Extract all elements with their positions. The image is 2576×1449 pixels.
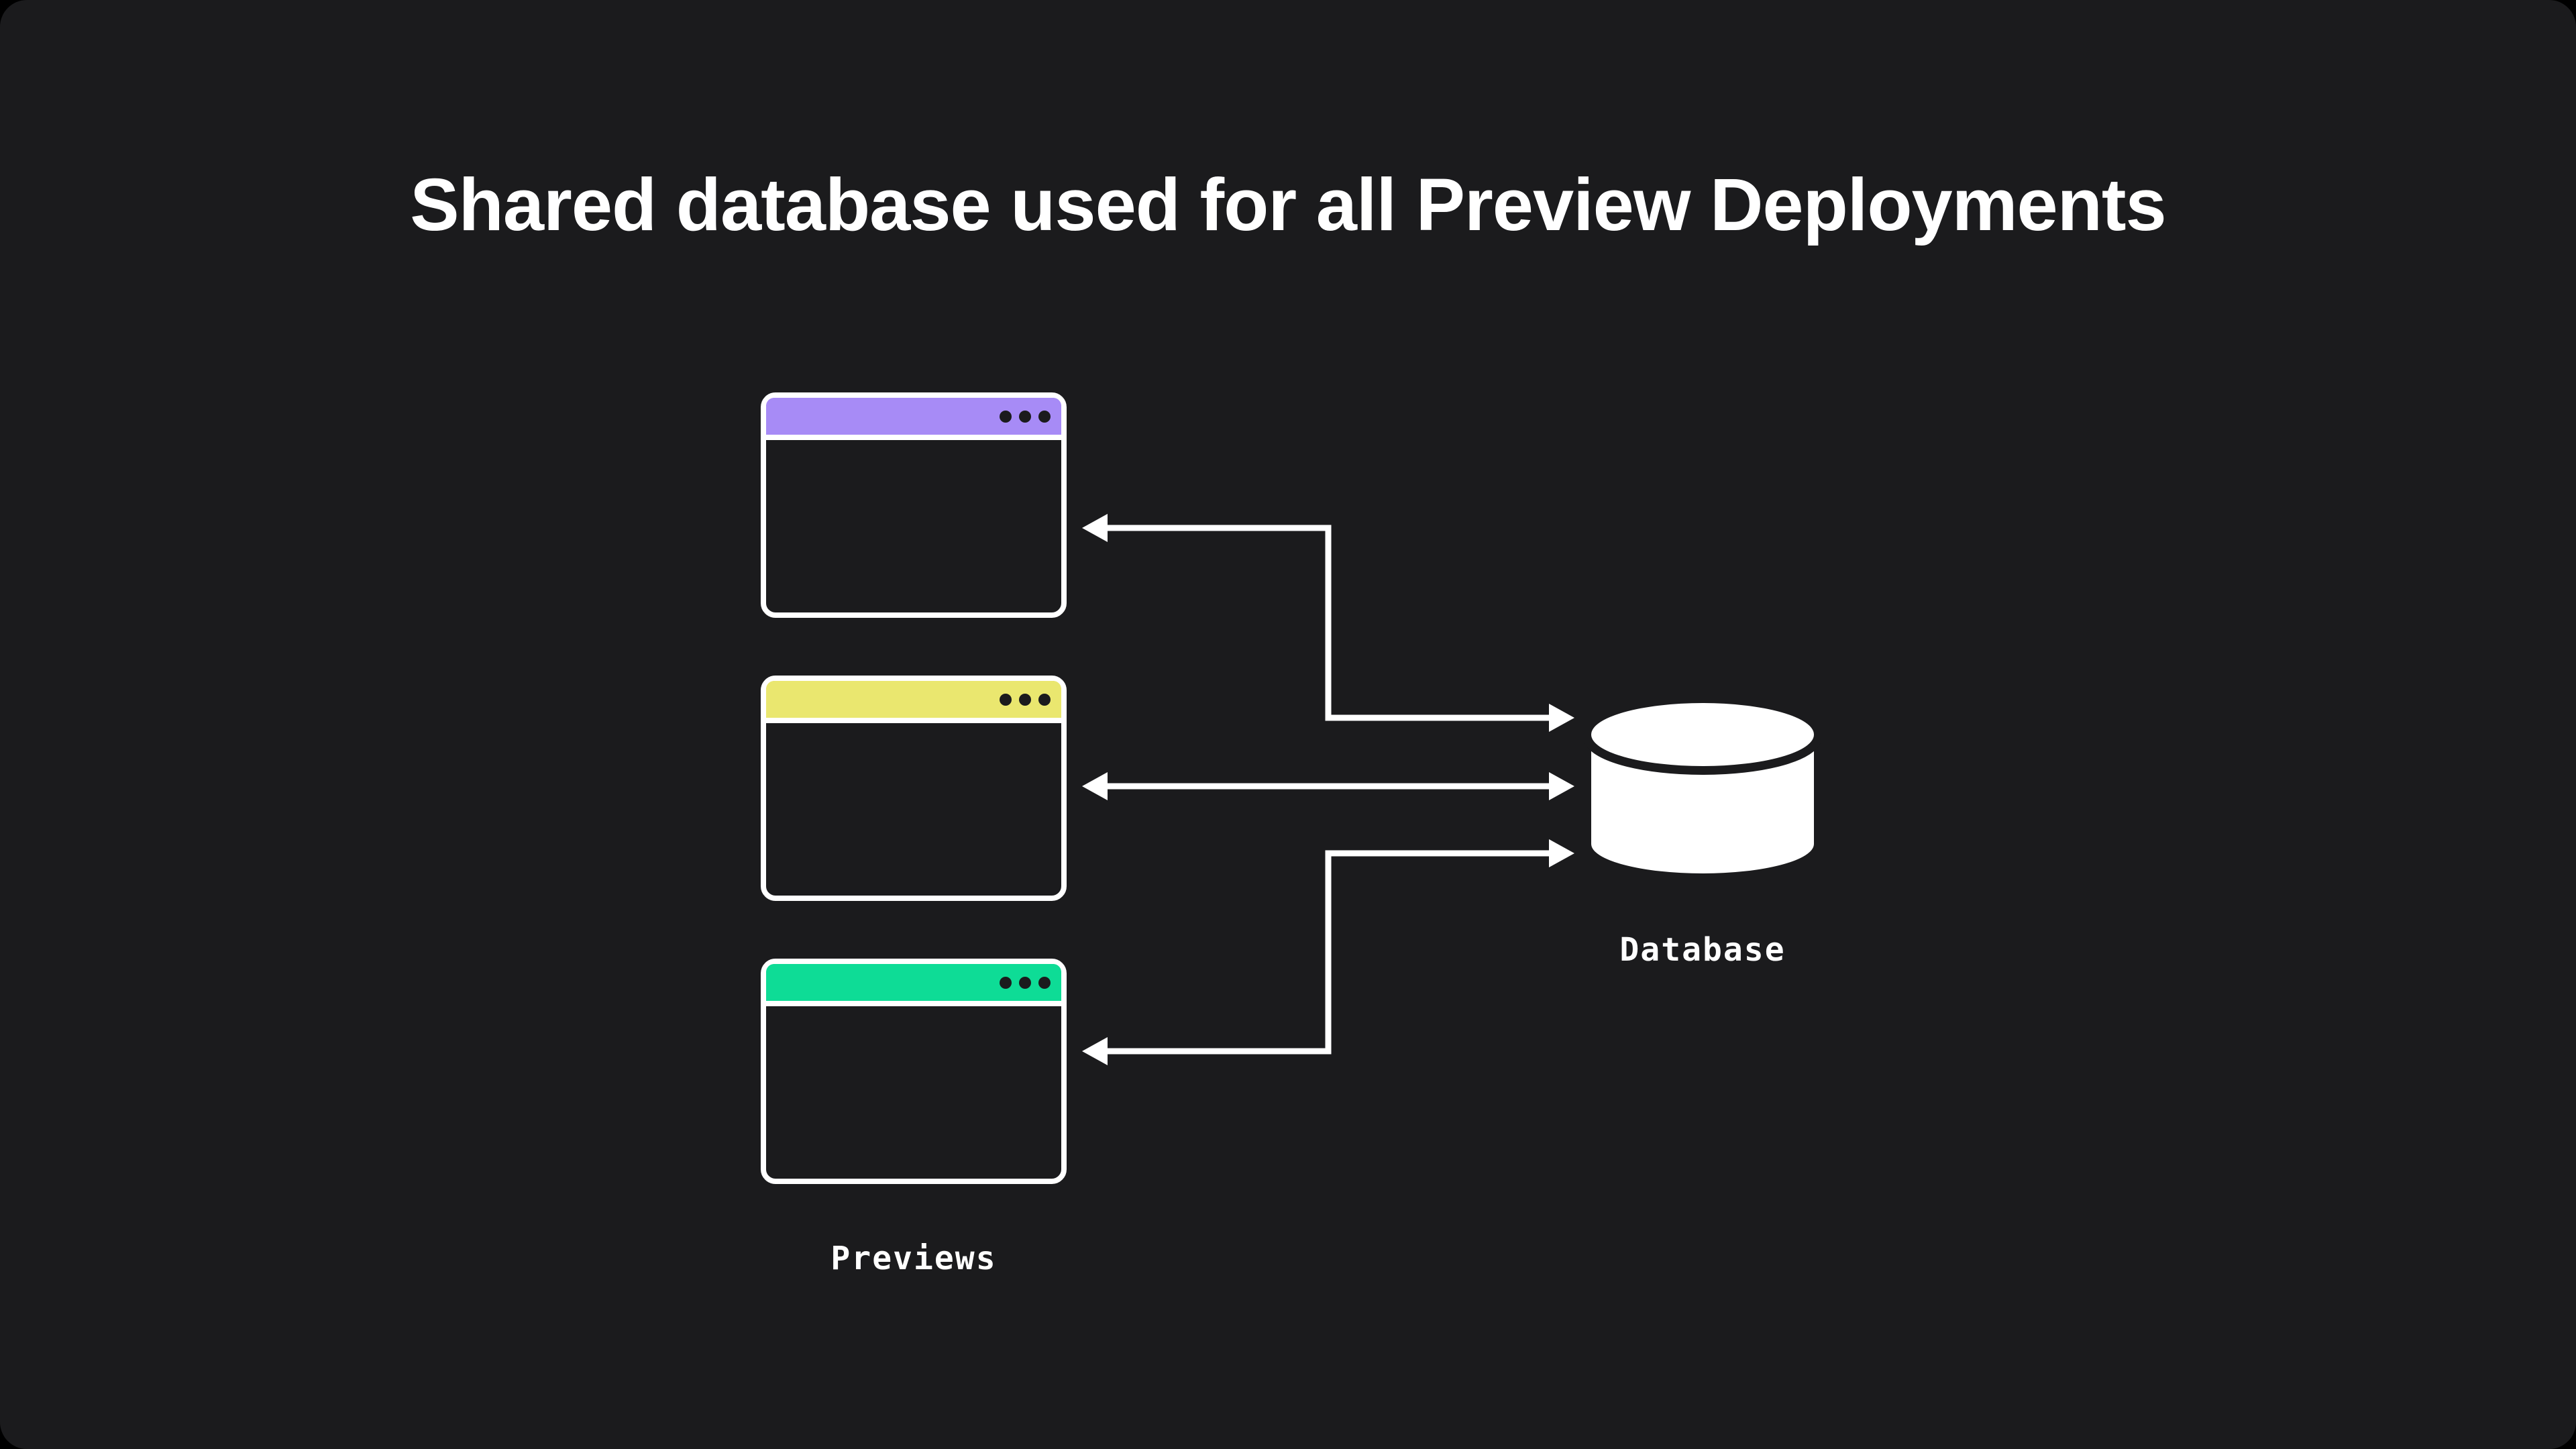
preview-window-1-titlebar xyxy=(766,398,1061,440)
window-dot-icon xyxy=(1019,976,1031,989)
connector-preview3-database xyxy=(1082,839,1574,1065)
connector-preview1-database xyxy=(1082,514,1574,732)
arrowhead-right-icon xyxy=(1549,839,1574,867)
slide-title: Shared database used for all Preview Dep… xyxy=(410,164,2166,246)
arrowhead-left-icon xyxy=(1082,1037,1108,1065)
arrowhead-right-icon xyxy=(1549,704,1574,732)
window-dot-icon xyxy=(1038,976,1051,989)
preview-window-2 xyxy=(761,676,1067,901)
connector-preview2-database xyxy=(1082,772,1574,800)
database-label: Database xyxy=(1619,931,1786,969)
window-dot-icon xyxy=(1000,410,1012,423)
arrowhead-right-icon xyxy=(1549,772,1574,800)
window-dot-icon xyxy=(1038,410,1051,423)
preview-window-3-titlebar xyxy=(766,964,1061,1006)
preview-window-2-titlebar xyxy=(766,681,1061,723)
window-dot-icon xyxy=(1038,693,1051,706)
window-dot-icon xyxy=(1019,410,1031,423)
preview-window-1 xyxy=(761,392,1067,618)
previews-group-label: Previews xyxy=(830,1240,997,1277)
arrowhead-left-icon xyxy=(1082,514,1108,542)
window-dot-icon xyxy=(1000,976,1012,989)
window-dot-icon xyxy=(1019,693,1031,706)
preview-window-3 xyxy=(761,959,1067,1184)
arrowhead-left-icon xyxy=(1082,772,1108,800)
database-cylinder-icon xyxy=(1585,703,1821,873)
window-dot-icon xyxy=(1000,693,1012,706)
